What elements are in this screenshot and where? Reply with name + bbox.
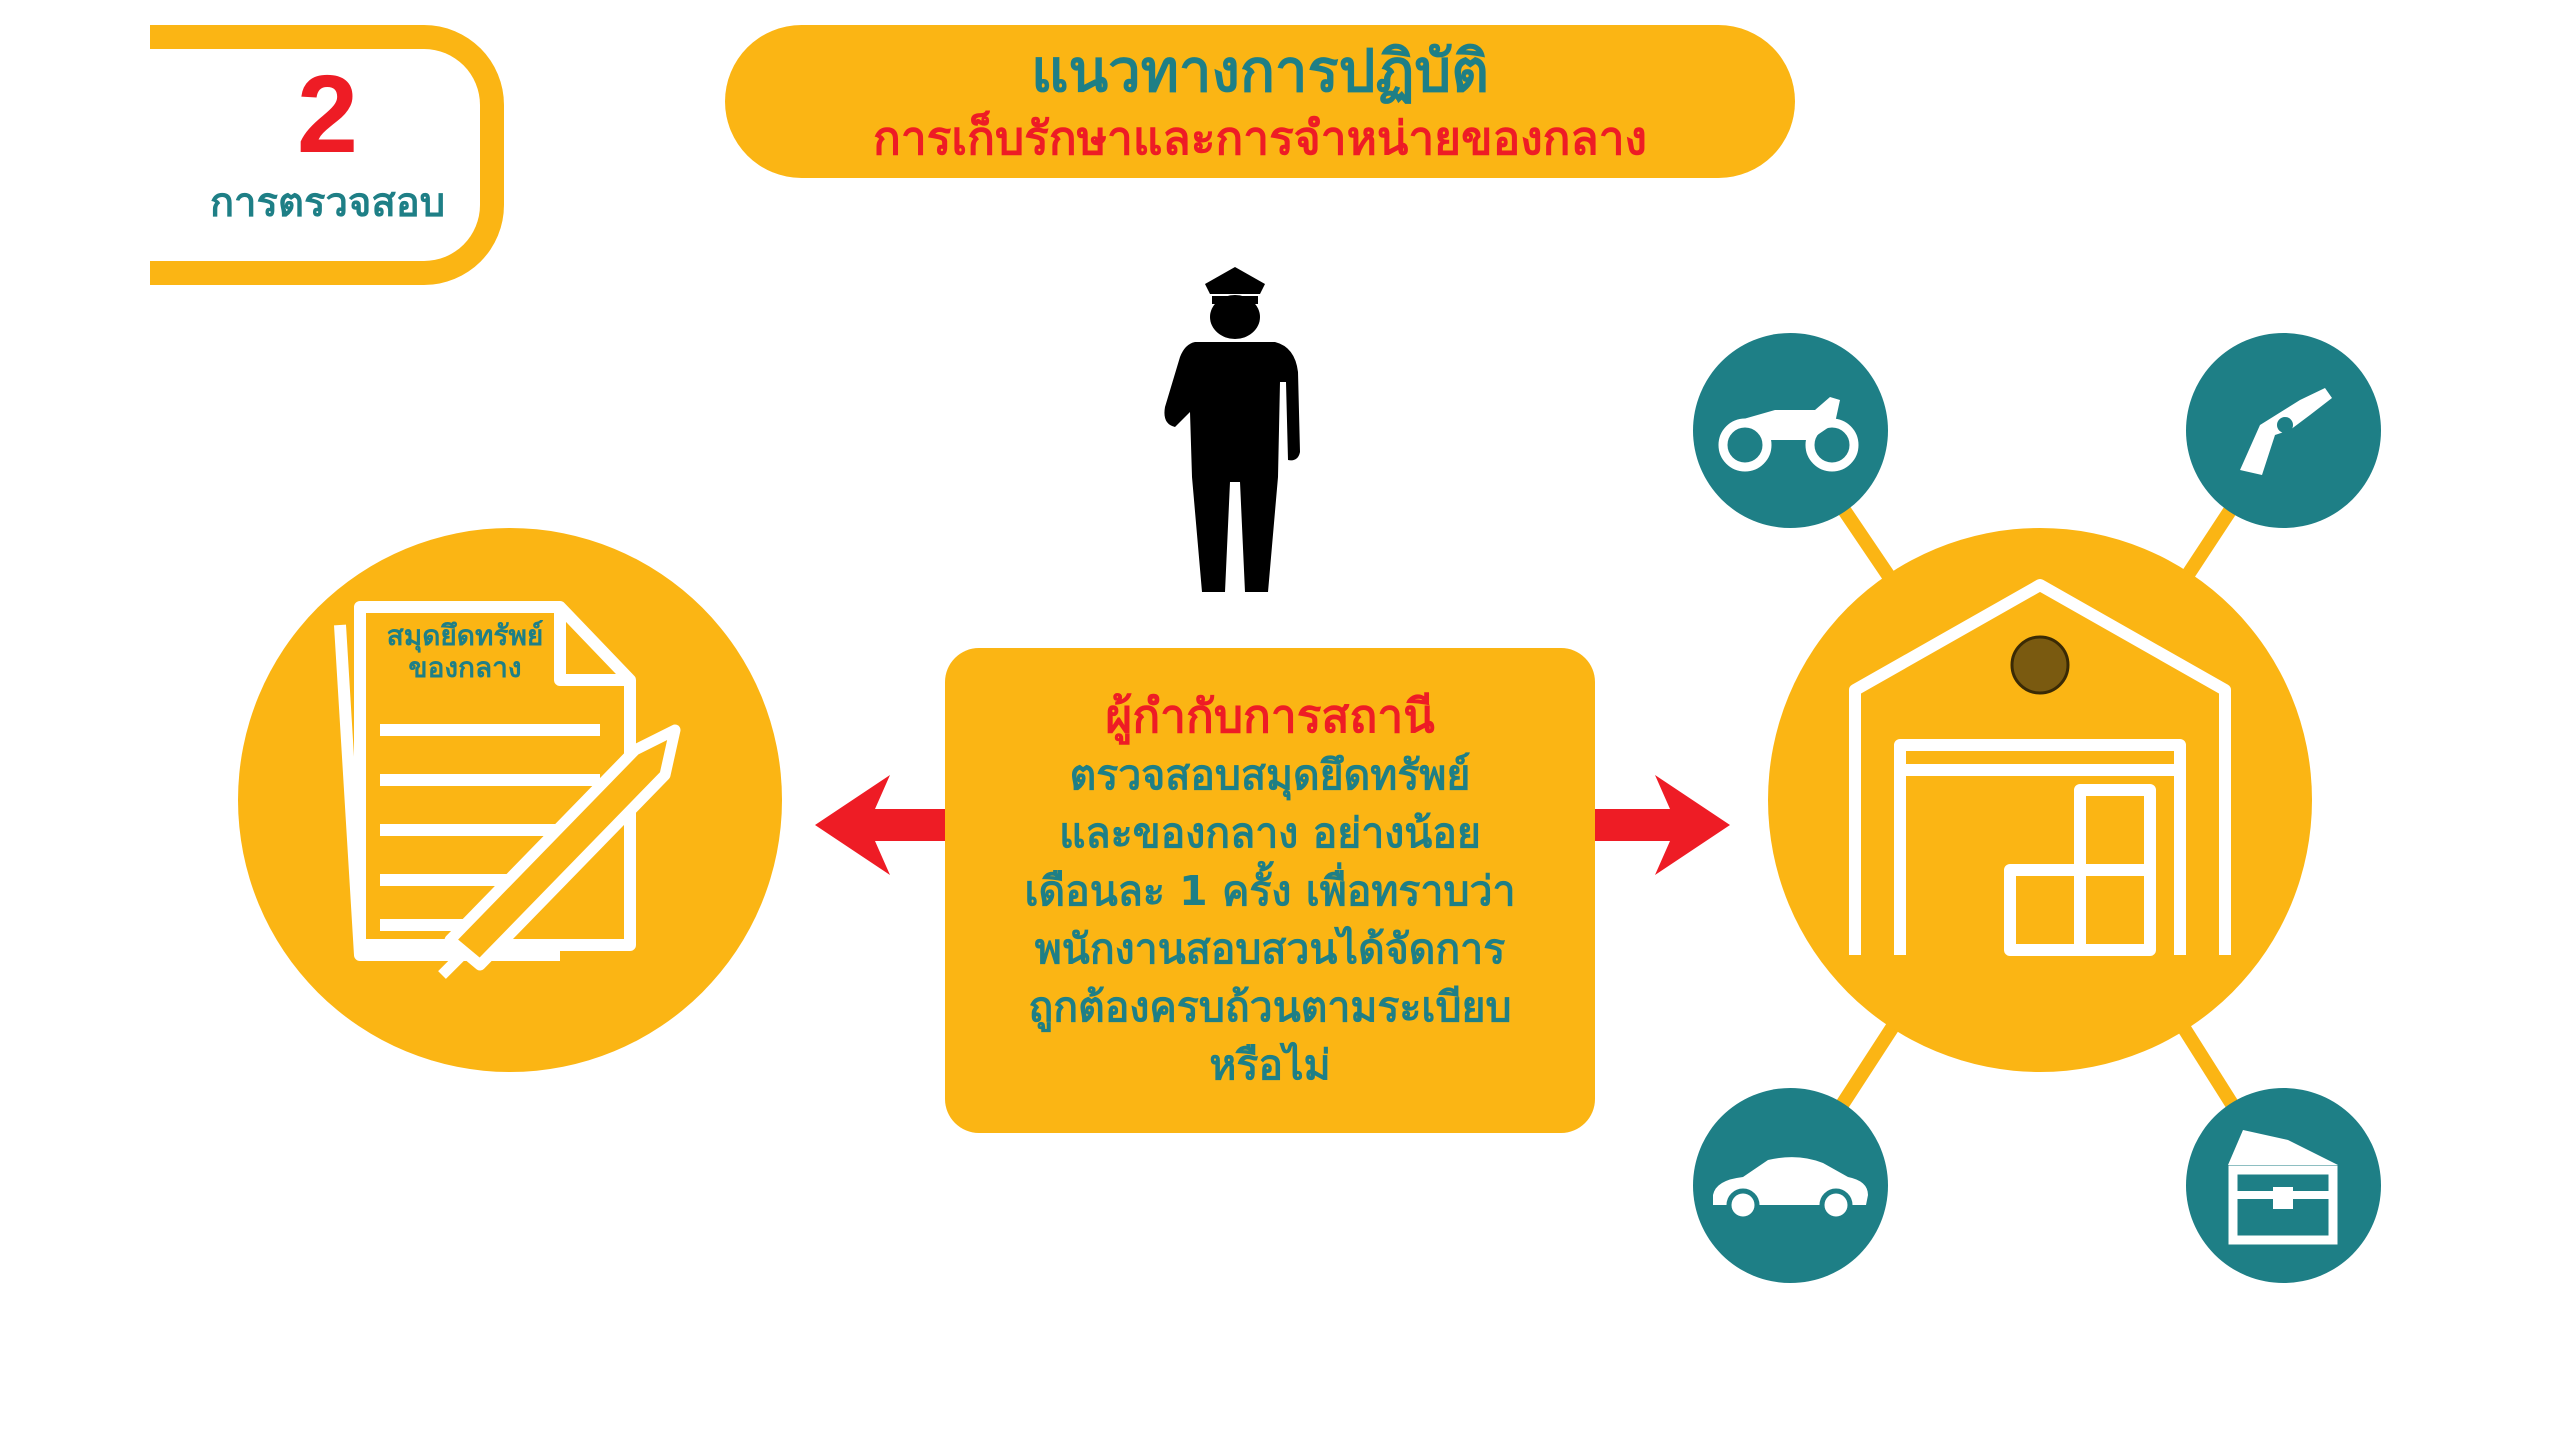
instruction-line: หรือไม่: [1209, 1041, 1331, 1089]
page-title: แนวทางการปฏิบัติ: [1031, 37, 1489, 105]
notebook-pen-icon: [334, 601, 681, 979]
title-banner: แนวทางการปฏิบัติ การเก็บรักษาและการจำหน่…: [725, 25, 1795, 178]
instruction-line: พนักงานสอบสวนได้จัดการ: [1034, 925, 1506, 973]
notebook-label-line1: สมุดยึดทรัพย์: [386, 619, 544, 652]
instruction-title: ผู้กำกับการสถานี: [1105, 689, 1435, 743]
arrow-right-icon: [1592, 775, 1730, 875]
instruction-box: ผู้กำกับการสถานี ตรวจสอบสมุดยึดทรัพย์ แล…: [945, 648, 1595, 1133]
instruction-line: และของกลาง อย่างน้อย: [1059, 809, 1481, 857]
instruction-line: ตรวจสอบสมุดยึดทรัพย์: [1069, 751, 1471, 799]
notebook-circle: [238, 528, 782, 1072]
treasure-chest-icon: [2228, 1130, 2338, 1245]
section-badge: [150, 25, 504, 285]
instruction-line: เดือนละ 1 ครั้ง เพื่อทราบว่า: [1024, 867, 1516, 915]
emblem-icon: [2010, 635, 2070, 695]
arrow-left-icon: [815, 775, 950, 875]
section-label: การตรวจสอบ: [209, 180, 446, 226]
police-officer-icon: [1164, 267, 1300, 592]
notebook-label-line2: ของกลาง: [408, 651, 522, 684]
page-subtitle: การเก็บรักษาและการจำหน่ายของกลาง: [872, 111, 1647, 165]
instruction-line: ถูกต้องครบถ้วนตามระเบียบ: [1028, 983, 1512, 1031]
section-number: 2: [296, 53, 359, 176]
gun-icon: [2240, 388, 2332, 475]
notebook-label: สมุดยึดทรัพย์ ของกลาง: [365, 620, 565, 684]
warehouse-icon: [1849, 579, 2231, 956]
car-icon: [1713, 1157, 1868, 1222]
motorcycle-icon: [1718, 397, 1859, 472]
treasure-chest-circle: [2186, 1088, 2381, 1283]
